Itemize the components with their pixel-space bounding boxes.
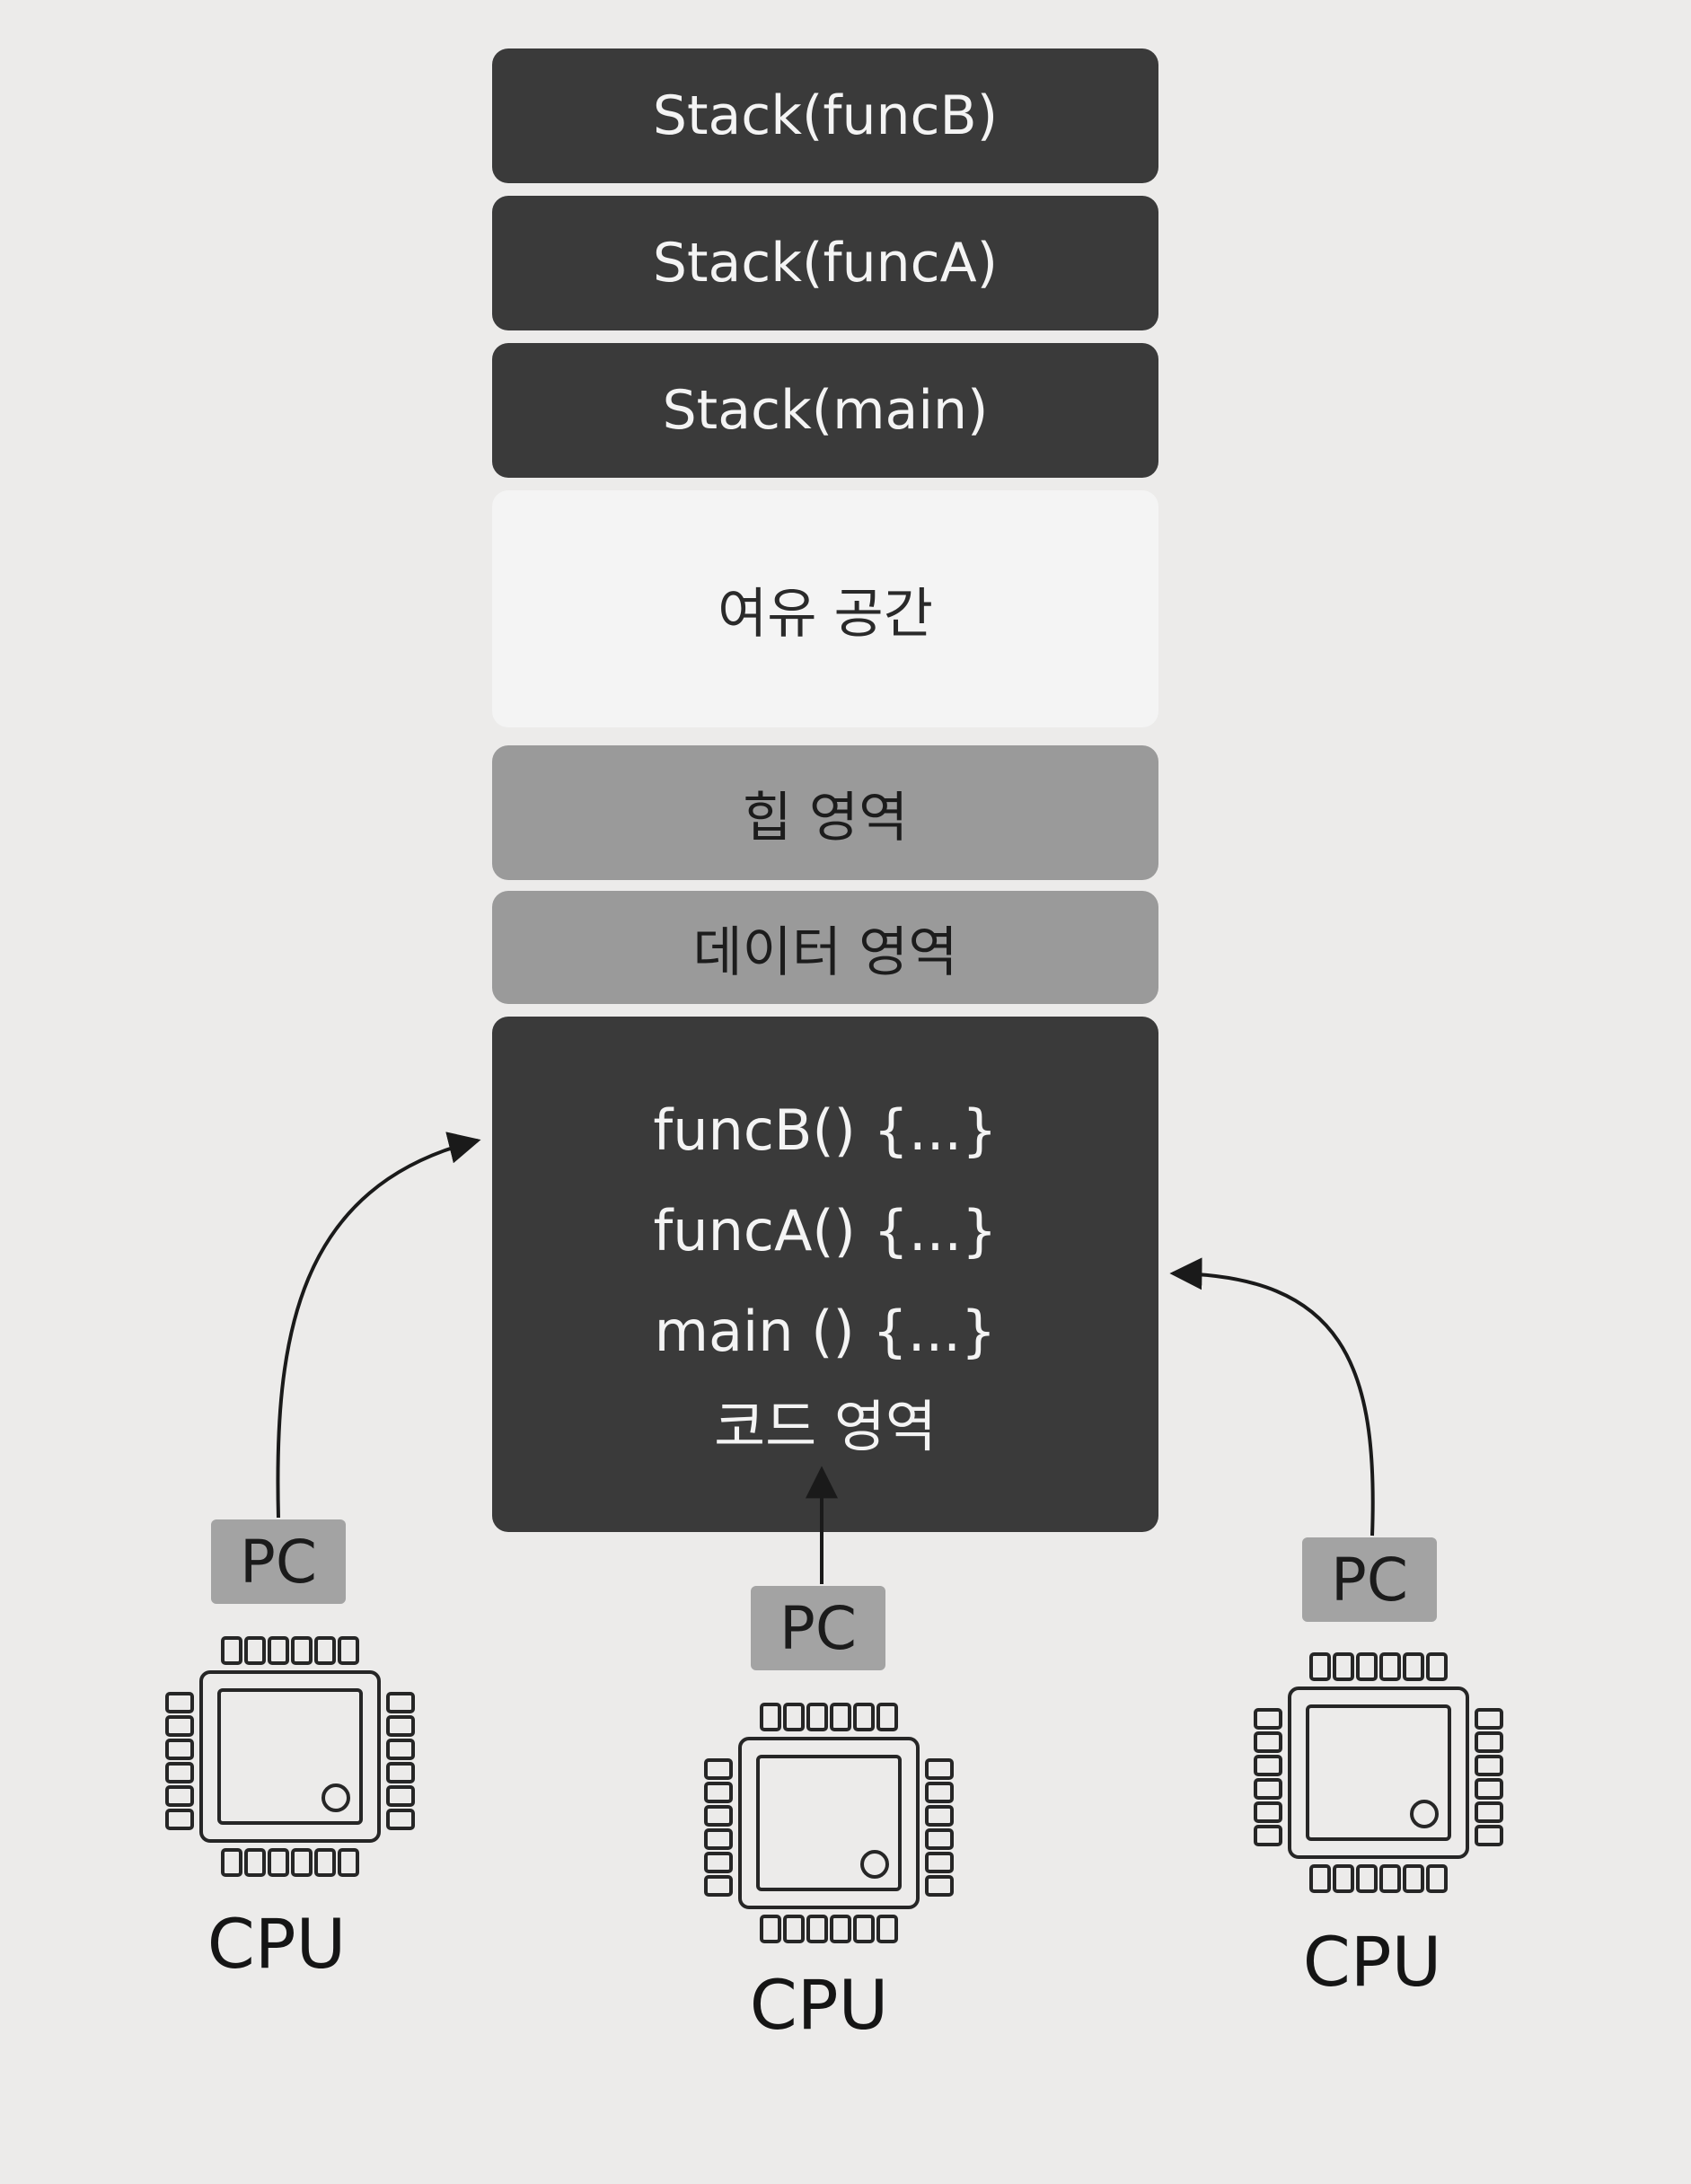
cpu-label-center: CPU xyxy=(749,1965,889,2045)
pc-register-right: PC xyxy=(1302,1537,1437,1622)
heap-label: 힙 영역 xyxy=(742,786,909,850)
arrow-right-pc-to-code xyxy=(1169,1257,1375,1537)
code-line-funcB: funcB() {...} xyxy=(653,1096,998,1163)
heap-block: 힙 영역 xyxy=(492,745,1158,880)
stack-funcA-block: Stack(funcA) xyxy=(492,196,1158,330)
code-title: 코드 영역 xyxy=(714,1394,937,1459)
pc-register-center: PC xyxy=(751,1586,885,1670)
stack-funcB-label: Stack(funcB) xyxy=(652,84,999,147)
stack-main-block: Stack(main) xyxy=(492,343,1158,478)
cpu-chip-icon-right xyxy=(1254,1652,1503,1893)
code-line-funcA: funcA() {...} xyxy=(653,1197,998,1264)
cpu-label-left: CPU xyxy=(207,1904,347,1984)
arrow-left-pc-to-code xyxy=(276,1132,481,1519)
code-block: funcB() {...} funcA() {...} main () {...… xyxy=(492,1017,1158,1532)
data-block: 데이터 영역 xyxy=(492,891,1158,1004)
cpu-chip-icon-center xyxy=(704,1703,954,1943)
stack-funcA-label: Stack(funcA) xyxy=(652,232,999,295)
free-space-block: 여유 공간 xyxy=(492,490,1158,727)
stack-main-label: Stack(main) xyxy=(662,379,989,442)
free-space-label: 여유 공간 xyxy=(718,582,933,646)
code-line-main: main () {...} xyxy=(654,1298,997,1364)
cpu-chip-icon-left xyxy=(165,1636,415,1877)
stack-funcB-block: Stack(funcB) xyxy=(492,48,1158,183)
cpu-label-right: CPU xyxy=(1302,1922,1442,2002)
pc-register-left: PC xyxy=(211,1519,346,1604)
data-label: 데이터 영역 xyxy=(692,920,958,984)
